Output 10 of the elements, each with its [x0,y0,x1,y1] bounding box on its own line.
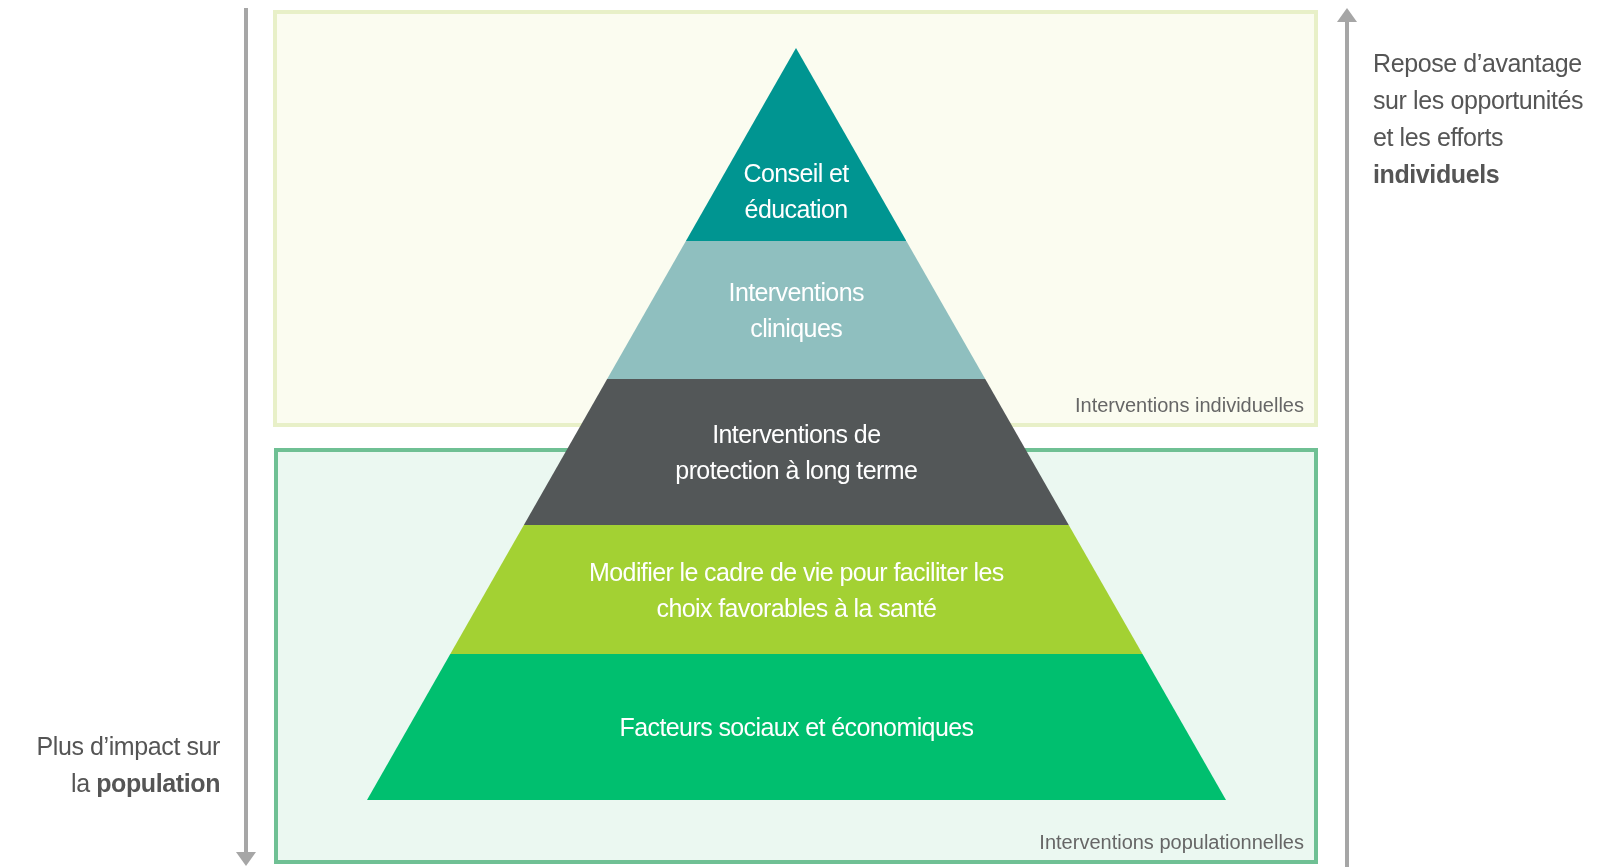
layer-label: Conseil et éducation [742,158,850,225]
layer-label: Modifier le cadre de vie pour faciliter les choix favorables à la santé [588,556,1004,624]
group-label: Interventions individuelles [1074,394,1304,417]
layer-label: Interventions de protection à long terme [674,419,919,486]
side-note: Repose d’avantage sur les opportunités et les efforts individuels [1373,48,1585,190]
side-note: Plus d’impact sur la population [35,731,220,799]
group-box [274,448,1318,864]
layer-label: Facteurs sociaux et économiques [619,712,974,743]
group-label: Interventions populationnelles [1039,831,1304,854]
layer-label: Interventions cliniques [727,277,865,344]
